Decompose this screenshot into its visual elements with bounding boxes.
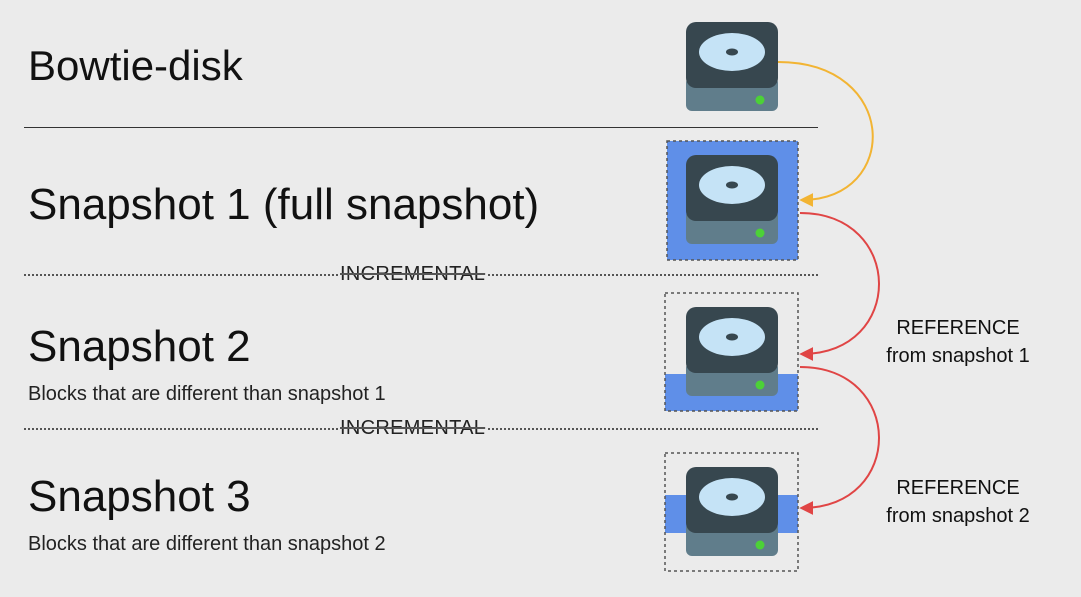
reference-arrow-1 <box>799 212 880 361</box>
reference-2-line1: REFERENCE <box>896 477 1020 499</box>
reference-1-line2: from snapshot 1 <box>886 345 1030 367</box>
page-title: Bowtie-disk <box>28 42 243 89</box>
snapshot-3-subtitle: Blocks that are different than snapshot … <box>28 533 386 555</box>
reference-arrow-2 <box>799 366 880 515</box>
snapshot-3-title: Snapshot 3 <box>28 472 251 521</box>
source-disk-icon <box>686 22 778 111</box>
incremental-label-1: INCREMENTAL <box>338 263 488 286</box>
reference-label-2: REFERENCE from snapshot 2 <box>858 474 1058 530</box>
title-divider <box>24 127 818 128</box>
snapshot-1-title: Snapshot 1 (full snapshot) <box>28 180 540 229</box>
reference-1-line1: REFERENCE <box>896 317 1020 339</box>
snapshot-2-subtitle: Blocks that are different than snapshot … <box>28 383 386 405</box>
snapshot-2-title: Snapshot 2 <box>28 322 251 371</box>
reference-2-line2: from snapshot 2 <box>886 505 1030 527</box>
snapshot-2-disk-icon <box>686 307 778 396</box>
source-to-snapshot-1-arrow <box>777 61 874 207</box>
reference-label-1: REFERENCE from snapshot 1 <box>858 314 1058 370</box>
incremental-label-2: INCREMENTAL <box>338 417 488 440</box>
snapshot-1-disk-icon <box>686 155 778 244</box>
snapshot-3-disk-icon <box>686 467 778 556</box>
